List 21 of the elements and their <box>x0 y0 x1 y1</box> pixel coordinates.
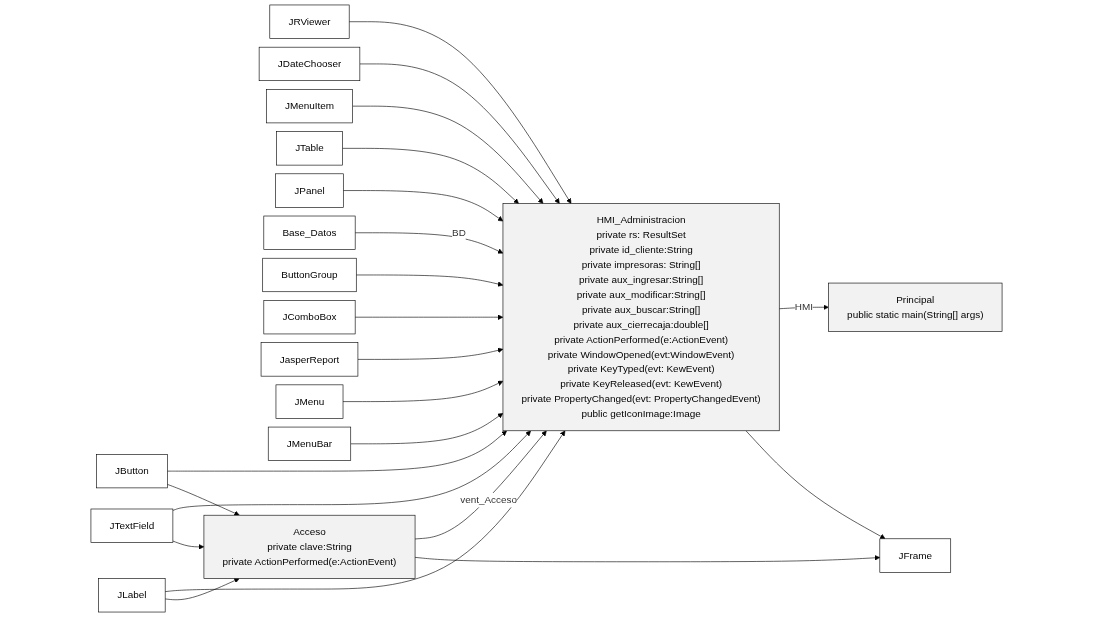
node-box: JPanel <box>275 173 344 208</box>
node-box: Principal public static main(String[] args) <box>828 282 1003 332</box>
node-box: JTable <box>276 131 343 166</box>
node-box: ButtonGroup <box>262 257 357 293</box>
node-box: JasperReport <box>260 342 359 377</box>
node-box: JLabel <box>98 578 166 613</box>
node-box: JDateChooser <box>258 46 361 81</box>
edge-label: vent_Acceso <box>460 494 518 506</box>
node-box: JButton <box>96 454 168 489</box>
node-box: Acceso private clave:String private ActionPerformed(e:ActionEvent) <box>203 514 416 579</box>
node-box: JMenu <box>275 384 344 419</box>
edge-label: HMI <box>794 301 813 313</box>
node-box: JMenuBar <box>267 426 352 461</box>
node-box: JTextField <box>90 508 174 543</box>
node-box: Base_Datos <box>263 215 356 250</box>
node-box: JMenuItem <box>266 89 353 124</box>
node-box: JComboBox <box>263 300 356 335</box>
node-box: JFrame <box>879 538 952 573</box>
node-box: HMI_Administracion private rs: ResultSet private id_cliente:String private impresoras: String[] private aux_ingresar:String[] private aux_modificar:String[] private aux_buscar:String[] private aux_cierrecaja:double[] private ActionPerformed(e:ActionEvent) private WindowOpened(evt:WindowEvent) private KeyTyped(evt: KewEvent) private KeyReleased(evt: KewEvent) private PropertyChanged(evt: PropertyChangedEvent) public getIconImage:Image <box>502 203 780 432</box>
node-box: JRViewer <box>269 4 350 39</box>
edge-label: BD <box>452 227 466 238</box>
